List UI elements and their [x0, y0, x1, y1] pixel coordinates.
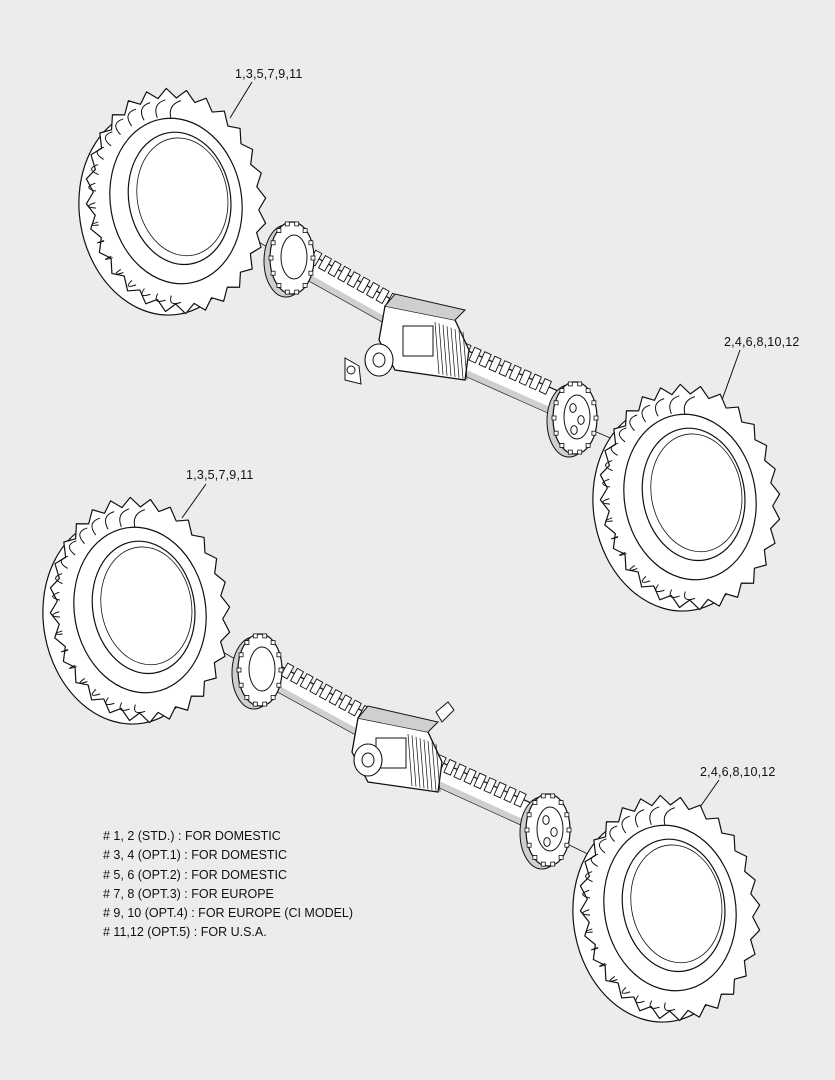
legend-row: # 1, 2 (STD.) : FOR DOMESTIC [103, 829, 281, 843]
callout-top-left: 1,3,5,7,9,11 [235, 67, 303, 81]
legend-row: # 7, 8 (OPT.3) : FOR EUROPE [103, 886, 274, 901]
legend-row: # 5, 6 (OPT.2) : FOR DOMESTIC [103, 867, 288, 882]
wheel-hub-left-top [263, 221, 316, 298]
wheel-hub-right-top [546, 381, 599, 458]
callout-top-right: 2,4,6,8,10,12 [724, 335, 800, 349]
right-tire-top [592, 383, 781, 612]
legend-row: # 11,12 (OPT.5) : FOR U.S.A. [103, 925, 267, 940]
option-legend: # 1, 2 (STD.) : FOR DOMESTIC # 3, 4 (OPT… [103, 827, 353, 943]
legend-row: # 3, 4 (OPT.1) : FOR DOMESTIC [103, 848, 288, 863]
axle-housing-left-top [294, 249, 406, 329]
legend-row: # 9, 10 (OPT.4) : FOR EUROPE (CI MODEL) [103, 906, 354, 921]
differential-carrier-top [344, 293, 470, 385]
right-tire-bottom [572, 794, 761, 1023]
wheel-hub-right-bottom [519, 793, 572, 870]
left-tire-bottom [42, 496, 231, 725]
callout-bottom-right: 2,4,6,8,10,12 [700, 765, 776, 779]
wheel-hub-left-bottom [231, 633, 284, 710]
callout-bottom-left: 1,3,5,7,9,11 [186, 468, 254, 482]
differential-carrier-bottom [351, 701, 455, 793]
left-tire-top [78, 87, 267, 316]
axle-housing-right-top [445, 342, 565, 416]
